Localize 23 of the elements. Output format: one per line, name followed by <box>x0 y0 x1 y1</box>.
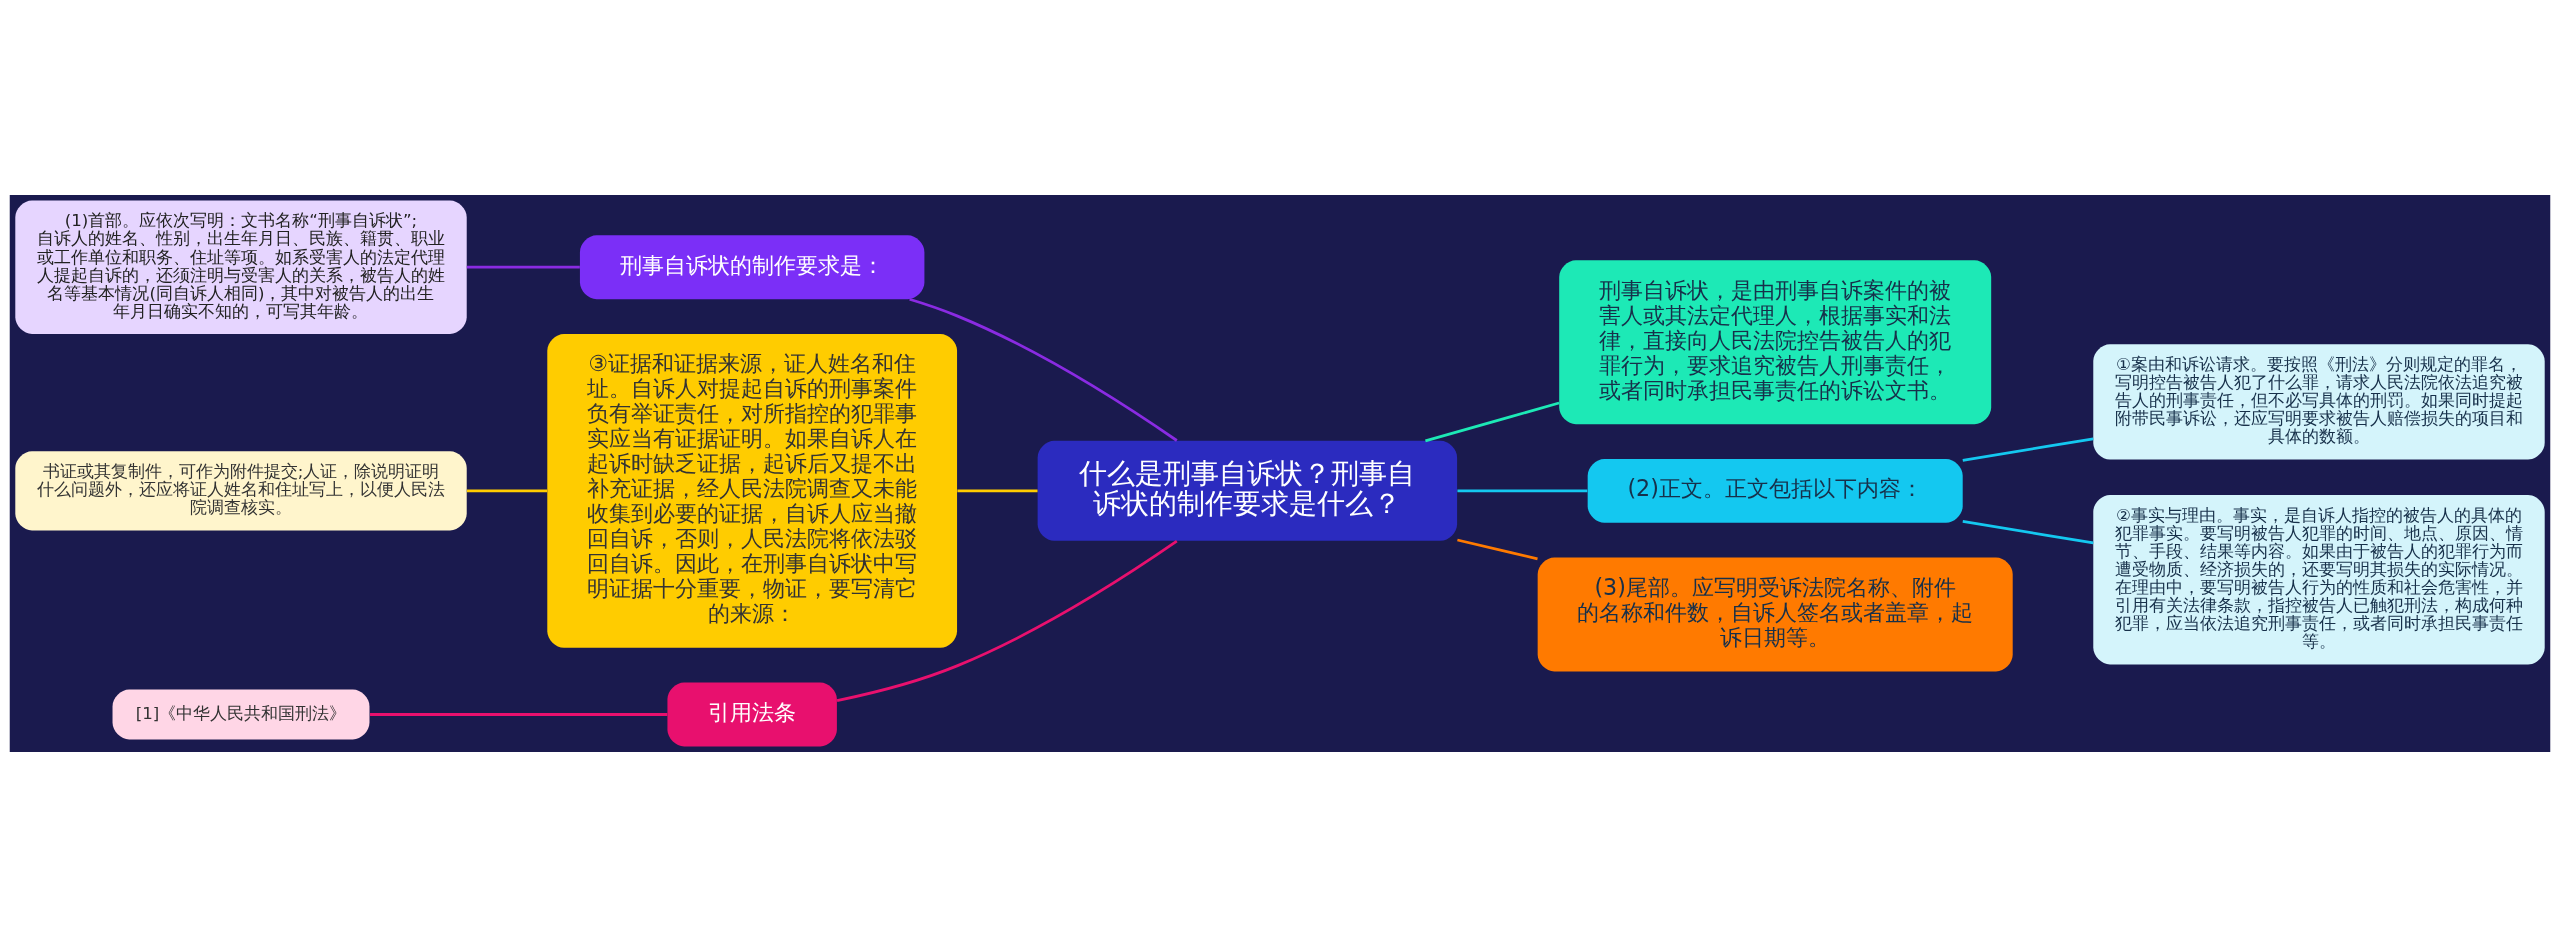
connector <box>1457 489 1588 493</box>
connector <box>1962 437 2094 462</box>
connector <box>836 540 1178 702</box>
connector <box>466 489 548 493</box>
node-box: 引用法条 <box>667 682 837 747</box>
node-box: ①案由和诉讼请求。要按照《刑法》分则规定的罪名，写明控告被告人犯了什么罪，请求人民法院依法追究被告人的刑事责任，但不必写具体的刑罚。如果同时提起附带民事诉讼，还应写明要求被告人赔偿损失的项目和具体的数额。 <box>2093 344 2545 460</box>
node-box: 书证或其复制件，可作为附件提交;人证，除说明证明什么问题外，还应将证人姓名和住址写上，以便人民法院调查核实。 <box>15 451 467 531</box>
connector <box>1425 401 1560 443</box>
node-box: 刑事自诉状，是由刑事自诉案件的被害人或其法定代理人，根据事实和法律，直接向人民法院控告被告人的犯罪行为，要求追究被告人刑事责任，或者同时承担民事责任的诉讼文书。 <box>1559 260 1992 425</box>
node-box: (3)尾部。应写明受诉法院名称、附件的名称和件数，自诉人签名或者盖章，起诉日期等。 <box>1537 557 2013 672</box>
connector <box>466 265 580 269</box>
connector <box>1457 538 1538 561</box>
node-box: 刑事自诉状的制作要求是： <box>579 235 925 300</box>
node-box: 什么是刑事自诉状？刑事自诉状的制作要求是什么？ <box>1037 440 1458 541</box>
node-box: ②事实与理由。事实，是自诉人指控的被告人的具体的犯罪事实。要写明被告人犯罪的时间、地点、原因、情节、手段、结果等内容。如果由于被告人的犯罪行为而遭受物质、经济损失的，还要写明其损失的实际情况。在理由中，要写明被告人行为的性质和社会危害性，并引用有关法律条款，指控被告人已触犯刑法，构成何种犯罪，应当依法追究刑事责任，或者同时承担民事责任等。 <box>2093 495 2545 665</box>
connector <box>909 297 1178 442</box>
node-box: ③证据和证据来源，证人姓名和住址。自诉人对提起自诉的刑事案件负有举证责任，对所指控的犯罪事实应当有证据证明。如果自诉人在起诉时缺乏证据，起诉后又提不出补充证据，经人民法院调查又未能收集到必要的证据，自诉人应当撤回自诉，否则，人民法院将依法驳回自诉。因此，在刑事自诉状中写明证据十分重要，物证，要写清它的来源： <box>547 333 958 648</box>
connector <box>370 713 668 716</box>
connector <box>1962 520 2094 545</box>
connector <box>957 489 1038 493</box>
node-box: (1)首部。应依次写明：文书名称“刑事自诉状”;自诉人的姓名、性别，出生年月日、民族、籍贯、职业或工作单位和职务、住址等项。如系受害人的法定代理人提起自诉的，还须注明与受害人的关系，被告人的姓名等基本情况(同自诉人相同)，其中对被告人的出生年月日确实不知的，可写其年龄。 <box>15 200 467 334</box>
node-box: [1]《中华人民共和国刑法》 <box>112 689 370 740</box>
node-box: (2)正文。正文包括以下内容： <box>1587 458 1963 523</box>
